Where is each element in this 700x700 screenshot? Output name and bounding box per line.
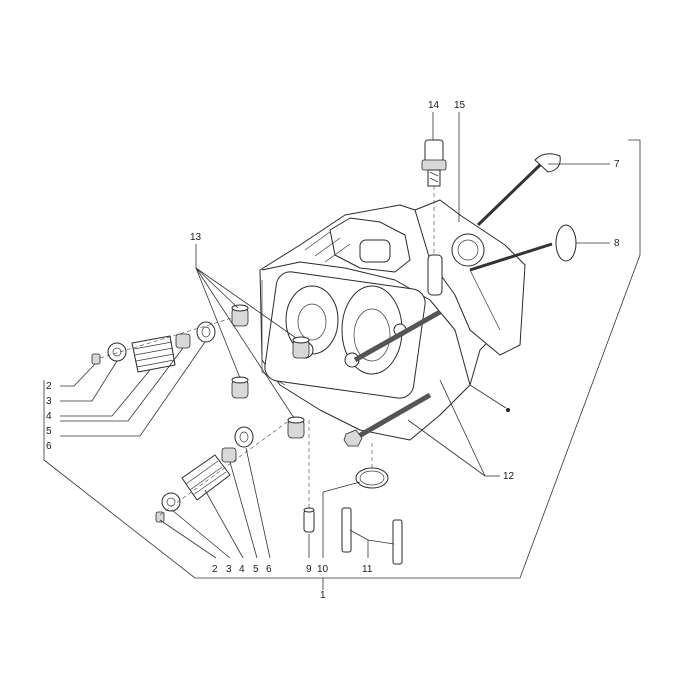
callout-3-upper: 3 (46, 396, 52, 407)
cylinder-head (259, 199, 526, 441)
callout-5-lower: 5 (253, 564, 259, 575)
assembly-guides (308, 186, 435, 508)
callout-6-lower: 6 (266, 564, 272, 575)
studs (341, 507, 403, 565)
callout-5-upper: 5 (46, 426, 52, 437)
callout-4-lower: 4 (239, 564, 245, 575)
callout-3-lower: 3 (226, 564, 232, 575)
callout-9: 9 (306, 564, 312, 575)
callout-14: 14 (428, 100, 440, 111)
head-bolts (343, 309, 442, 447)
assembly-bracket-1 (43, 139, 641, 590)
callout-15: 15 (454, 100, 466, 111)
valve-intake (469, 224, 577, 272)
callout-11: 11 (362, 564, 373, 575)
valve-oil-seals (231, 304, 310, 439)
callout-6-upper: 6 (46, 441, 52, 452)
dowel-pin (303, 507, 315, 533)
callout-12: 12 (503, 471, 515, 482)
callout-labels: 1 2 3 4 5 6 2 3 4 5 6 7 8 9 10 11 12 13 … (46, 100, 620, 601)
callout-2-lower: 2 (212, 564, 218, 575)
leader-lines (60, 112, 610, 559)
callout-2-upper: 2 (46, 381, 52, 392)
valve-train-lower (155, 419, 291, 523)
temperature-sensor (421, 139, 447, 187)
callout-4-upper: 4 (46, 411, 52, 422)
valve-train-upper (91, 317, 233, 373)
callout-7: 7 (614, 159, 620, 170)
callout-1: 1 (320, 590, 326, 601)
o-ring (355, 467, 389, 489)
callout-13: 13 (190, 232, 202, 243)
valve-exhaust (476, 153, 561, 227)
callout-8: 8 (614, 238, 620, 249)
callout-10: 10 (317, 564, 329, 575)
